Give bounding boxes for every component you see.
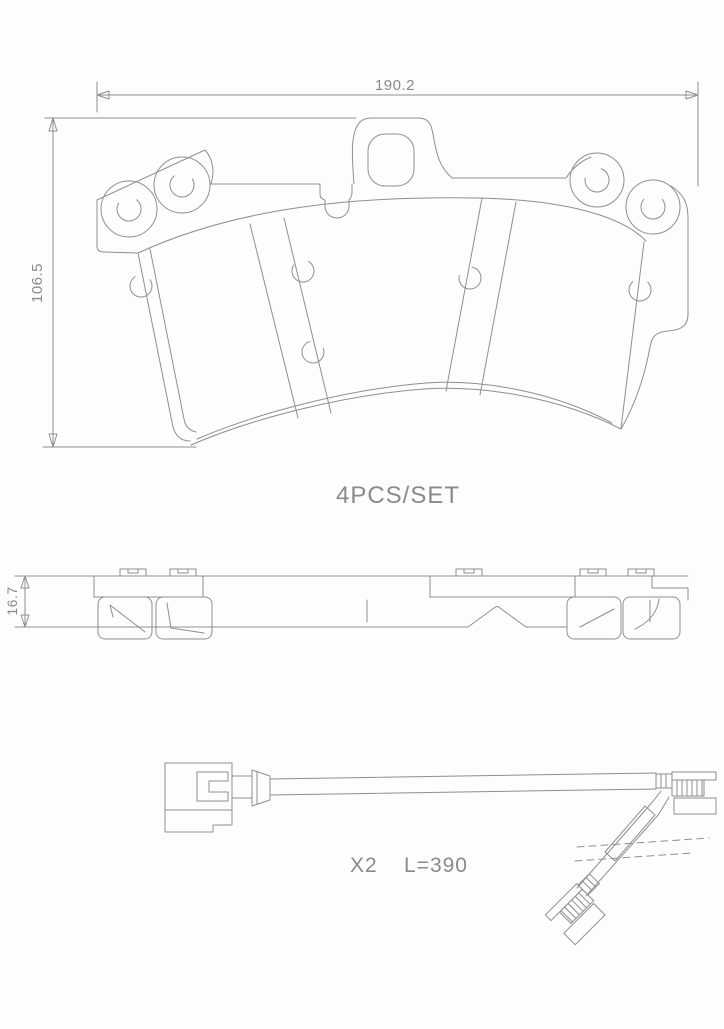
friction-slot-right: [445, 197, 517, 396]
break-lines: [574, 837, 710, 862]
sensor-head-top: [655, 771, 717, 815]
connector-boot: [251, 769, 271, 807]
thickness-dimension-label: 16.7: [4, 586, 20, 615]
width-dimension: 190.2: [96, 77, 699, 187]
brake-pad-side-view: 16.7: [4, 568, 689, 640]
set-quantity-label: 4PCS/SET: [336, 482, 460, 509]
wear-sensor-view: X2 L=390: [164, 762, 717, 946]
wear-indicator-bump: [467, 606, 527, 628]
sensor-length-label: L=390: [404, 854, 468, 877]
friction-material-outline: [129, 197, 652, 442]
spring-clip-notch: [319, 183, 353, 219]
center-tab: [351, 117, 453, 185]
cable-sleeve: [604, 805, 656, 862]
retention-tabs: [119, 568, 655, 577]
pad-lug-circles: [100, 152, 681, 238]
sensor-cable: [269, 772, 657, 796]
thickness-dimension: 16.7: [4, 575, 30, 628]
friction-right-edge: [620, 241, 645, 429]
sensor-connector-plug: [164, 762, 271, 833]
height-dimension-label: 106.5: [29, 263, 46, 303]
sensor-cable-angled: [576, 790, 670, 897]
brake-pad-front-view: 190.2 106.5: [29, 77, 699, 509]
width-dimension-label: 190.2: [375, 77, 415, 94]
friction-slot-left: [249, 217, 332, 419]
side-view-plate-strip: [14, 575, 689, 628]
backing-plate-outline: [96, 117, 689, 446]
center-tab-hole: [367, 133, 415, 187]
friction-blocks: [97, 596, 681, 640]
sensor-quantity-label: X2: [350, 854, 378, 877]
height-dimension: 106.5: [29, 117, 357, 448]
connector-terminal: [196, 771, 229, 802]
rivet-marks: [129, 259, 652, 364]
